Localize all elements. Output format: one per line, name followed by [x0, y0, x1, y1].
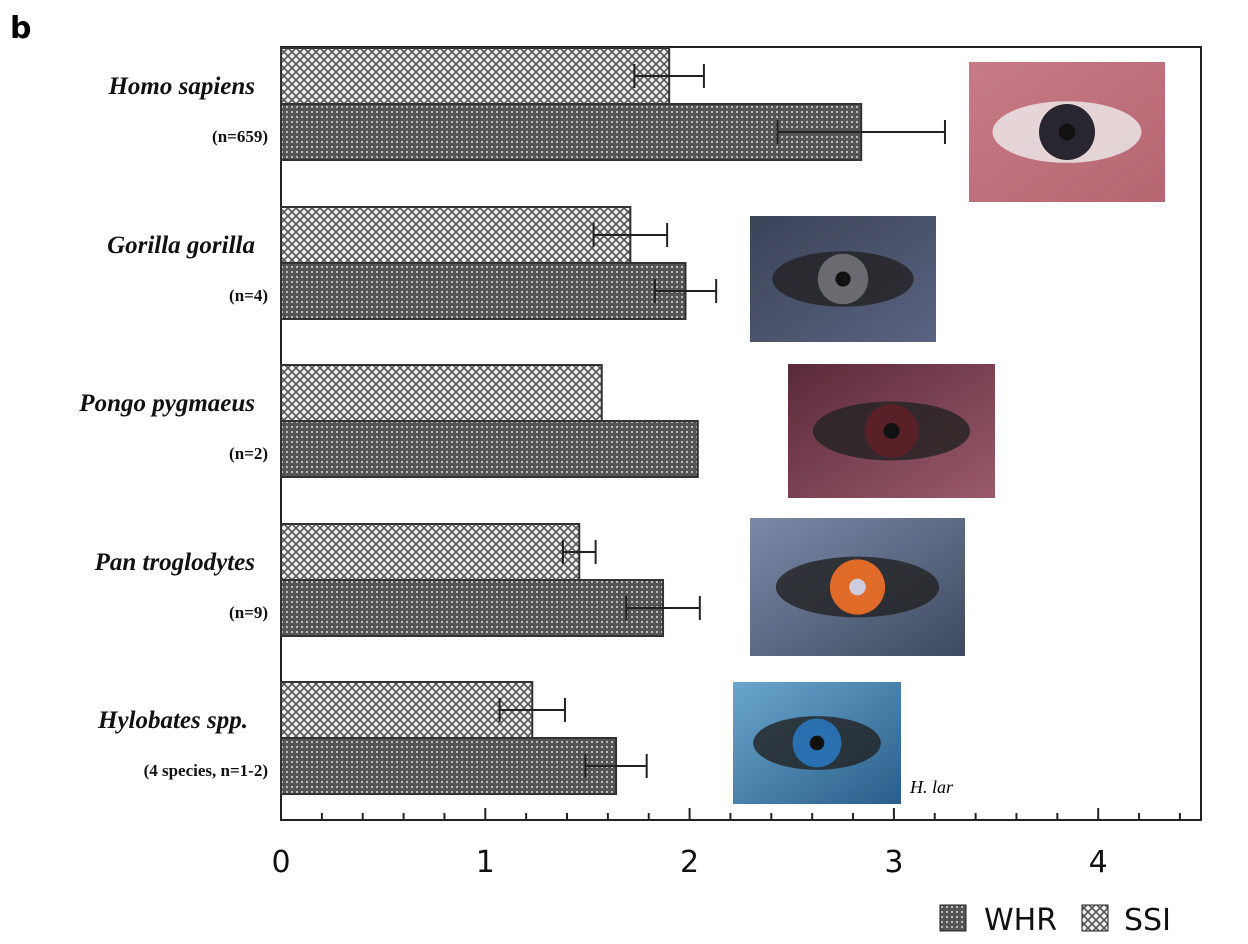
sample-size-label: (n=4) — [229, 286, 268, 305]
x-tick-label: 4 — [1089, 845, 1108, 880]
sample-size-label: (n=659) — [212, 127, 268, 146]
bar-ssi — [280, 364, 603, 422]
sample-size-label: (n=9) — [229, 603, 268, 622]
bar-whr — [280, 262, 687, 320]
eye-photo — [733, 682, 901, 804]
bar-whr — [280, 579, 665, 637]
bar-ssi — [280, 681, 534, 739]
category-label: Pongo pygmaeus — [78, 390, 255, 417]
sample-size-label: (n=2) — [229, 444, 268, 463]
error-bar-ssi — [561, 540, 597, 564]
legend-label-whr: WHR — [984, 903, 1057, 938]
eye-photo — [750, 518, 965, 656]
legend-label-ssi: SSI — [1124, 903, 1171, 938]
x-tick-label: 2 — [680, 845, 699, 880]
bar-whr — [280, 737, 618, 795]
category-label: Homo sapiens — [107, 73, 255, 100]
bar-ssi — [280, 47, 671, 105]
photo-caption: H. lar — [909, 777, 954, 797]
x-tick-label: 3 — [884, 845, 903, 880]
bar-ssi — [280, 523, 581, 581]
category-label: Hylobates spp. — [97, 707, 248, 734]
error-bar-ssi — [633, 64, 705, 88]
eye-photo — [750, 216, 936, 342]
error-bar-ssi — [498, 698, 566, 722]
eye-photo — [969, 62, 1165, 202]
legend: WHR SSI — [939, 903, 1171, 938]
eye-photo — [788, 364, 995, 498]
legend-swatch-whr — [939, 904, 967, 932]
error-bar-whr — [625, 596, 701, 620]
bar-whr — [280, 420, 699, 478]
category-label: Gorilla gorilla — [107, 232, 255, 259]
bar-whr — [280, 103, 863, 161]
category-label: Pan troglodytes — [94, 549, 255, 576]
panel-label: b — [10, 11, 31, 46]
x-tick-label: 0 — [271, 845, 290, 880]
bar-ssi — [280, 206, 632, 264]
legend-swatch-ssi — [1081, 904, 1109, 932]
error-bar-whr — [776, 120, 946, 144]
error-bar-ssi — [592, 223, 669, 247]
sample-size-label: (4 species, n=1-2) — [144, 761, 268, 780]
error-bar-whr — [653, 279, 718, 303]
x-tick-label: 1 — [476, 845, 495, 880]
error-bar-whr — [584, 754, 648, 778]
